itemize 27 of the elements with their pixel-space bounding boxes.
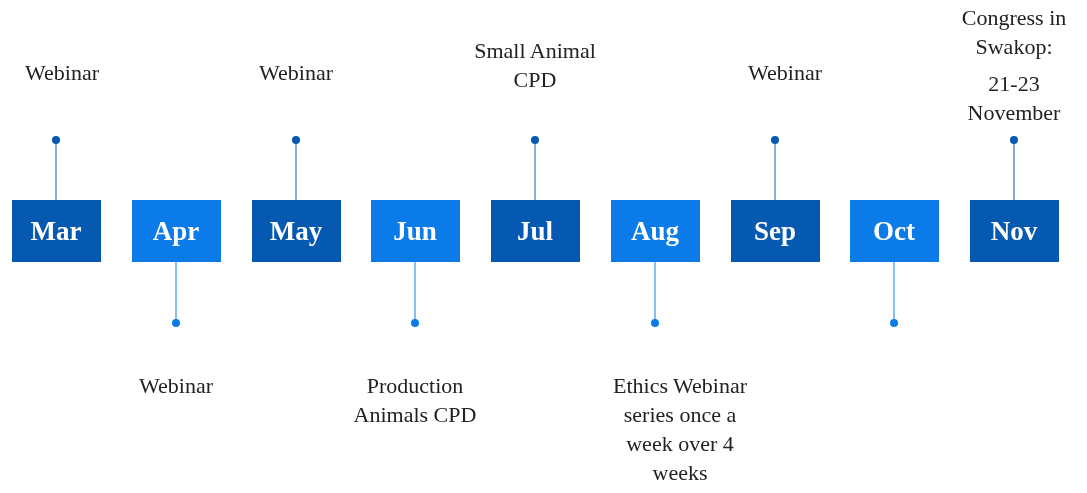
month-box: Nov xyxy=(969,200,1059,262)
event-label: Webinar xyxy=(259,59,333,87)
event-label: Webinar xyxy=(748,59,822,87)
leader-line xyxy=(292,136,300,201)
leader-line xyxy=(1010,136,1018,201)
month-box: Sep xyxy=(730,200,820,262)
month-box: Aug xyxy=(610,200,700,262)
month-box: Oct xyxy=(849,200,939,262)
event-label: Congress in Swakop: xyxy=(960,4,1068,61)
event-label: Production Animals CPD xyxy=(352,372,478,429)
leader-line xyxy=(411,261,419,327)
event-label: Small Animal CPD xyxy=(473,37,597,94)
month-box: May xyxy=(251,200,341,262)
leader-line xyxy=(531,136,539,201)
month-box: Mar xyxy=(11,200,101,262)
event-label: Webinar xyxy=(25,59,99,87)
event-label: 21-23 November xyxy=(966,70,1062,127)
leader-line xyxy=(890,261,898,327)
month-box: Jul xyxy=(490,200,580,262)
leader-line xyxy=(771,136,779,201)
event-label: Ethics Webinar series once a week over 4 weeks xyxy=(611,372,749,487)
month-box: Jun xyxy=(370,200,460,262)
leader-line xyxy=(172,261,180,327)
event-label: Webinar xyxy=(139,372,213,400)
leader-line xyxy=(52,136,60,201)
leader-line xyxy=(651,261,659,327)
month-box: Apr xyxy=(131,200,221,262)
